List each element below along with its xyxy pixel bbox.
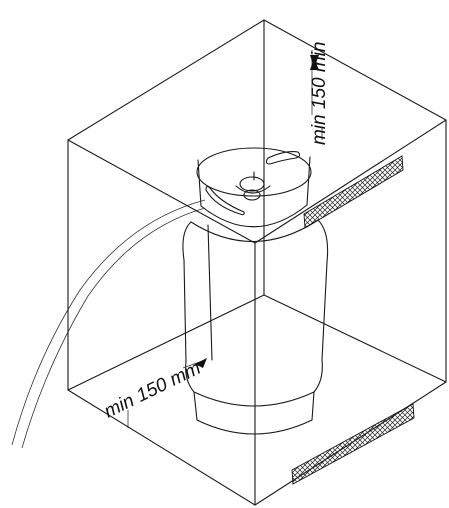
cabinet-back-edges	[67, 19, 447, 391]
dimension-label-top: min 150 min	[309, 42, 330, 146]
dimension-top: min 150 min	[309, 42, 330, 146]
arrow-icon	[195, 358, 207, 368]
vent-grille-icon	[291, 403, 415, 485]
dimension-label-bottom: min 150 mm	[101, 358, 204, 423]
vent-grille-icon	[303, 155, 404, 229]
gas-cylinder-icon	[182, 147, 329, 435]
arrow-icon	[310, 55, 319, 70]
dimension-bottom: min 150 mm	[101, 358, 207, 428]
cabinet-front-edges	[67, 19, 447, 506]
hose-icon	[11, 199, 206, 449]
